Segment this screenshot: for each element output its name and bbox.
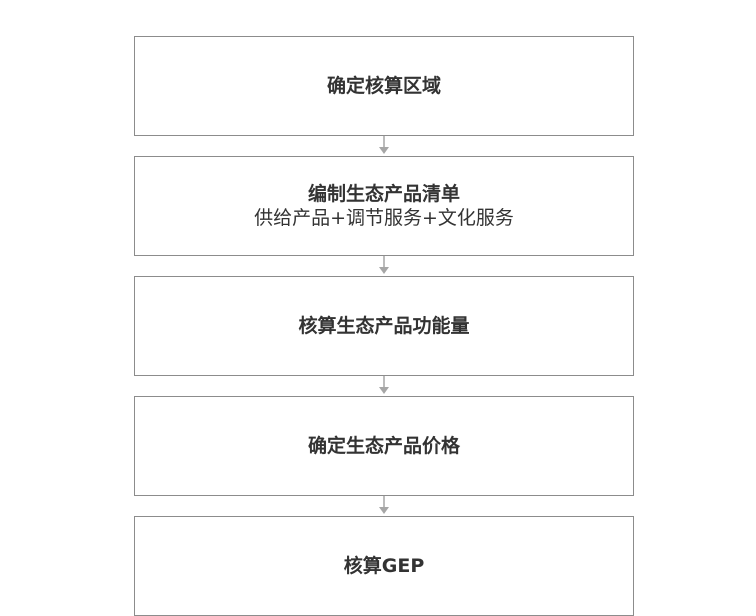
step-subtitle: 供给产品+调节服务+文化服务 — [254, 207, 514, 229]
step-title: 确定生态产品价格 — [307, 435, 460, 457]
step-title: 编制生态产品清单 — [307, 183, 460, 205]
step-title: 核算生态产品功能量 — [298, 315, 470, 337]
flow-step-functional-quantity: 核算生态产品功能量 — [134, 276, 634, 376]
down-arrow-icon — [379, 256, 389, 274]
step-title: 核算GEP — [343, 555, 425, 577]
down-arrow-icon — [379, 136, 389, 154]
step-title: 确定核算区域 — [326, 75, 441, 97]
flow-step-define-area: 确定核算区域 — [134, 36, 634, 136]
flow-step-calculate-gep: 核算GEP — [134, 516, 634, 616]
down-arrow-icon — [379, 496, 389, 514]
down-arrow-icon — [379, 376, 389, 394]
flow-step-product-price: 确定生态产品价格 — [134, 396, 634, 496]
flow-step-product-inventory: 编制生态产品清单 供给产品+调节服务+文化服务 — [134, 156, 634, 256]
